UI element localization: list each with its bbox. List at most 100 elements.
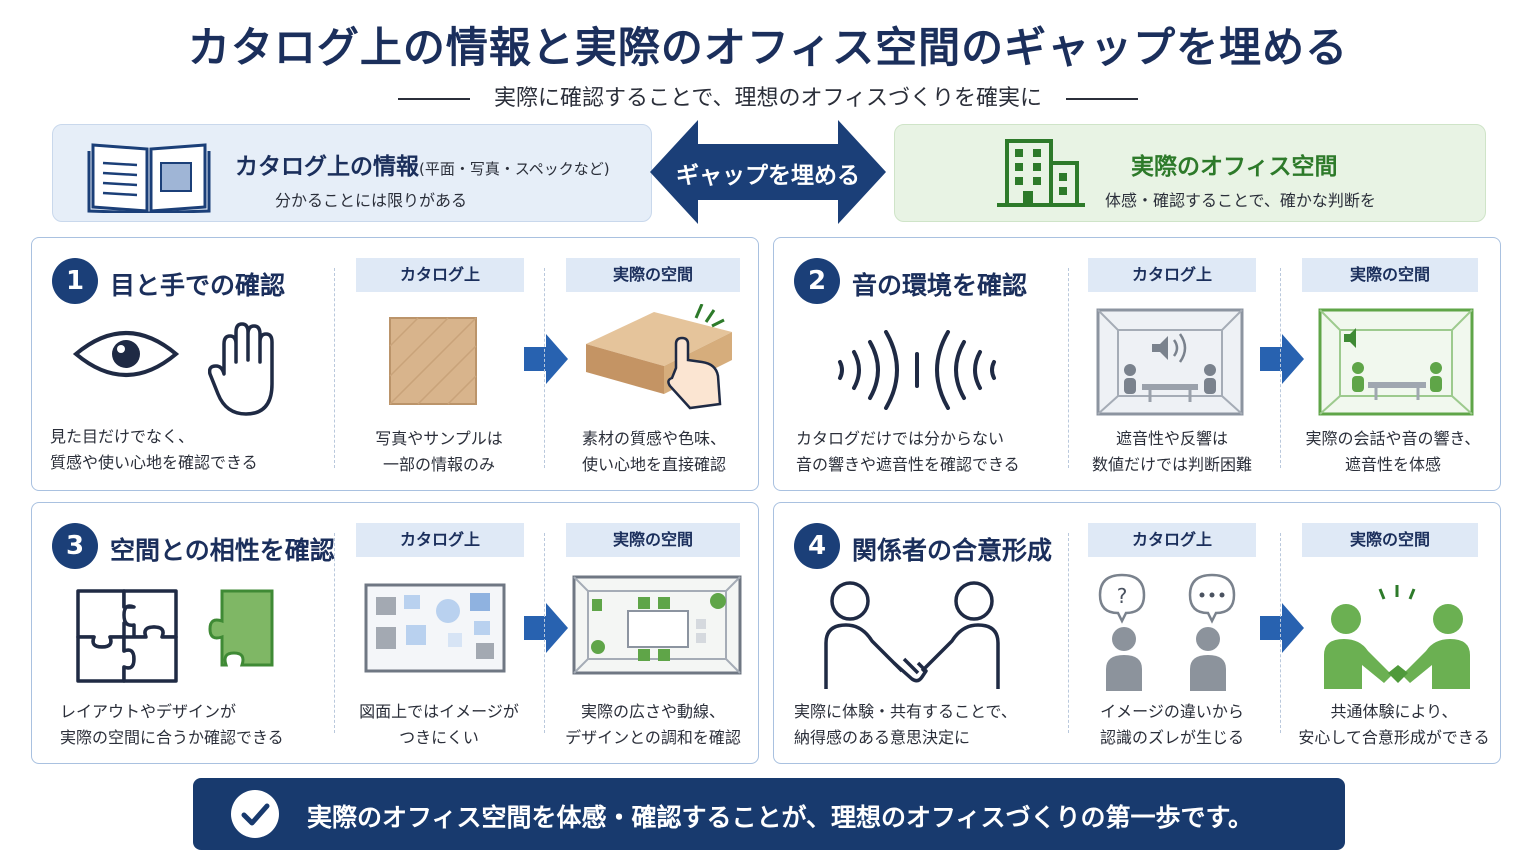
catalog-info-note: (平面・写真・スペックなど) [419,160,610,178]
right-arrow-icon [1260,603,1304,653]
catalog-description: 図面上ではイメージが つきにくい [344,699,534,751]
catalog-description-line: 写真やサンプルは [375,429,503,448]
panel-description-line: 納得感のある意思決定に [794,728,971,747]
catalog-description: 遮音性や反響は 数値だけでは判断困難 [1072,426,1272,478]
actual-description-line: 実際の広さや動線、 [580,702,725,721]
right-arrow-icon [524,334,568,384]
panel-description-line: レイアウトやデザインが [60,702,237,721]
double-arrow-icon [650,120,886,224]
check-icon [231,790,279,838]
footer-banner: 実際のオフィス空間を体感・確認することが、理想のオフィスづくりの第一歩です。 [193,778,1345,850]
panel-description: レイアウトやデザインが 実際の空間に合うか確認できる [60,699,350,751]
column-divider [1280,268,1281,468]
catalog-description-line: 図面上ではイメージが [359,702,519,721]
panel-description-line: 見た目だけでなく、 [50,427,195,446]
catalog-description: 写真やサンプルは 一部の情報のみ [344,426,534,478]
catalog-info-banner: カタログ上の情報(平面・写真・スペックなど) 分かることには限りがある [52,124,652,222]
actual-description-line: 遮音性を体感 [1344,455,1441,474]
actual-description-line: 素材の質感や色味、 [581,429,726,448]
catalog-description-line: つきにくい [399,728,479,747]
column-divider [1280,533,1281,733]
subtitle-rule-left [397,98,470,100]
footer-text: 実際のオフィス空間を体感・確認することが、理想のオフィスづくりの第一歩です。 [307,803,1254,832]
panel-title: 音の環境を確認 [852,271,1028,300]
panel-description-line: 実際の空間に合うか確認できる [60,728,284,747]
panel-description-line: 質感や使い心地を確認できる [50,453,258,472]
panel-description-line: 音の響きや遮音性を確認できる [796,455,1020,474]
actual-chip: 実際の空間 [566,258,740,292]
panel-description: 実際に体験・共有することで、 納得感のある意思決定に [794,699,1064,751]
right-arrow-icon [524,603,568,653]
panel-sound-environment: 2 音の環境を確認 カタログだけでは分からない 音の響きや遮音性を確認できる カ… [773,237,1501,491]
right-arrow-icon [1260,334,1304,384]
actual-chip: 実際の空間 [566,523,740,557]
panel-touch-and-sight: 1 目と手での確認 見た目だけでなく、 質感や使い心地を確認できる カタログ上 … [31,237,759,491]
panel-number: 4 [794,523,840,569]
room-layout-icon [572,575,742,675]
panel-number: 1 [52,258,98,304]
panel-number: 2 [794,258,840,304]
catalog-info-description: 分かることには限りがある [275,191,468,210]
catalog-description-line: 認識のズレが生じる [1099,728,1244,747]
actual-description-line: 共通体験により、 [1330,702,1458,721]
panel-description: 見た目だけでなく、 質感や使い心地を確認できる [50,424,340,476]
agreement-icon [1324,585,1470,689]
actual-description-line: 実際の会話や音の響き、 [1305,429,1481,448]
panel-title: 関係者の合意形成 [852,536,1053,565]
svg-text:?: ? [1117,584,1128,608]
catalog-chip: カタログ上 [1088,523,1256,557]
actual-description: 実際の広さや動線、 デザインとの調和を確認 [550,699,756,751]
touch-wood-icon [586,304,732,410]
panel-stakeholder-consensus: 4 関係者の合意形成 実際に体験・共有することで、 納得感のある意思決定に カタ… [773,502,1501,764]
column-divider [544,533,545,733]
actual-office-description: 体感・確認することで、確かな判断を [1105,191,1376,210]
confused-people-icon: ? [1098,573,1236,691]
actual-office-title: 実際のオフィス空間 [1131,154,1338,180]
gap-arrow-label: ギャップを埋める [676,163,860,189]
hand-icon [208,322,274,416]
actual-description: 実際の会話や音の響き、 遮音性を体感 [1288,426,1498,478]
sound-wave-icon [838,330,996,410]
catalog-description-line: イメージの違いから [1100,702,1244,721]
panel-description: カタログだけでは分からない 音の響きや遮音性を確認できる [796,426,1086,478]
actual-chip: 実際の空間 [1302,523,1478,557]
catalog-chip: カタログ上 [1088,258,1256,292]
meeting-room-green-icon [1318,308,1474,416]
column-divider [334,533,335,733]
column-divider [544,268,545,468]
panel-space-compatibility: 3 空間との相性を確認 レイアウトやデザインが 実際の空間に合うか確認できる カ… [31,502,759,764]
column-divider [1068,268,1069,468]
page-subtitle: 実際に確認することで、理想のオフィスづくりを確実に [0,80,1536,112]
actual-description: 素材の質感や色味、 使い心地を直接確認 [556,426,752,478]
open-book-icon [87,143,211,213]
floor-plan-icon [364,583,506,673]
actual-description-line: デザインとの調和を確認 [565,728,741,747]
catalog-description: イメージの違いから 認識のズレが生じる [1072,699,1272,751]
subtitle-rule-right [1066,98,1139,100]
panel-description-line: カタログだけでは分からない [796,429,1005,448]
catalog-chip: カタログ上 [356,523,524,557]
column-divider [334,268,335,468]
puzzle-icon [76,589,274,683]
panel-description-line: 実際に体験・共有することで、 [794,702,1017,721]
wood-sample-icon [389,317,477,405]
column-divider [1068,533,1069,733]
catalog-chip: カタログ上 [356,258,524,292]
actual-office-banner: 実際のオフィス空間 体感・確認することで、確かな判断を [894,124,1486,222]
page-title: カタログ上の情報と実際のオフィス空間のギャップを埋める [187,23,1349,72]
handshake-icon [824,581,1000,689]
subtitle-text: 実際に確認することで、理想のオフィスづくりを確実に [493,86,1043,111]
catalog-info-title: カタログ上の情報(平面・写真・スペックなど) [235,154,610,180]
catalog-description-line: 一部の情報のみ [382,455,495,474]
eye-icon [72,331,180,377]
actual-description: 共通体験により、 安心して合意形成ができる [1286,699,1502,751]
catalog-description-line: 数値だけでは判断困難 [1091,455,1252,474]
actual-chip: 実際の空間 [1302,258,1478,292]
panel-title: 空間との相性を確認 [110,536,335,565]
panel-number: 3 [52,523,98,569]
panel-title: 目と手での確認 [110,271,286,300]
meeting-room-gray-icon [1096,308,1244,416]
actual-description-line: 使い心地を直接確認 [581,455,726,474]
office-building-icon [997,139,1085,207]
catalog-description-line: 遮音性や反響は [1115,429,1228,448]
